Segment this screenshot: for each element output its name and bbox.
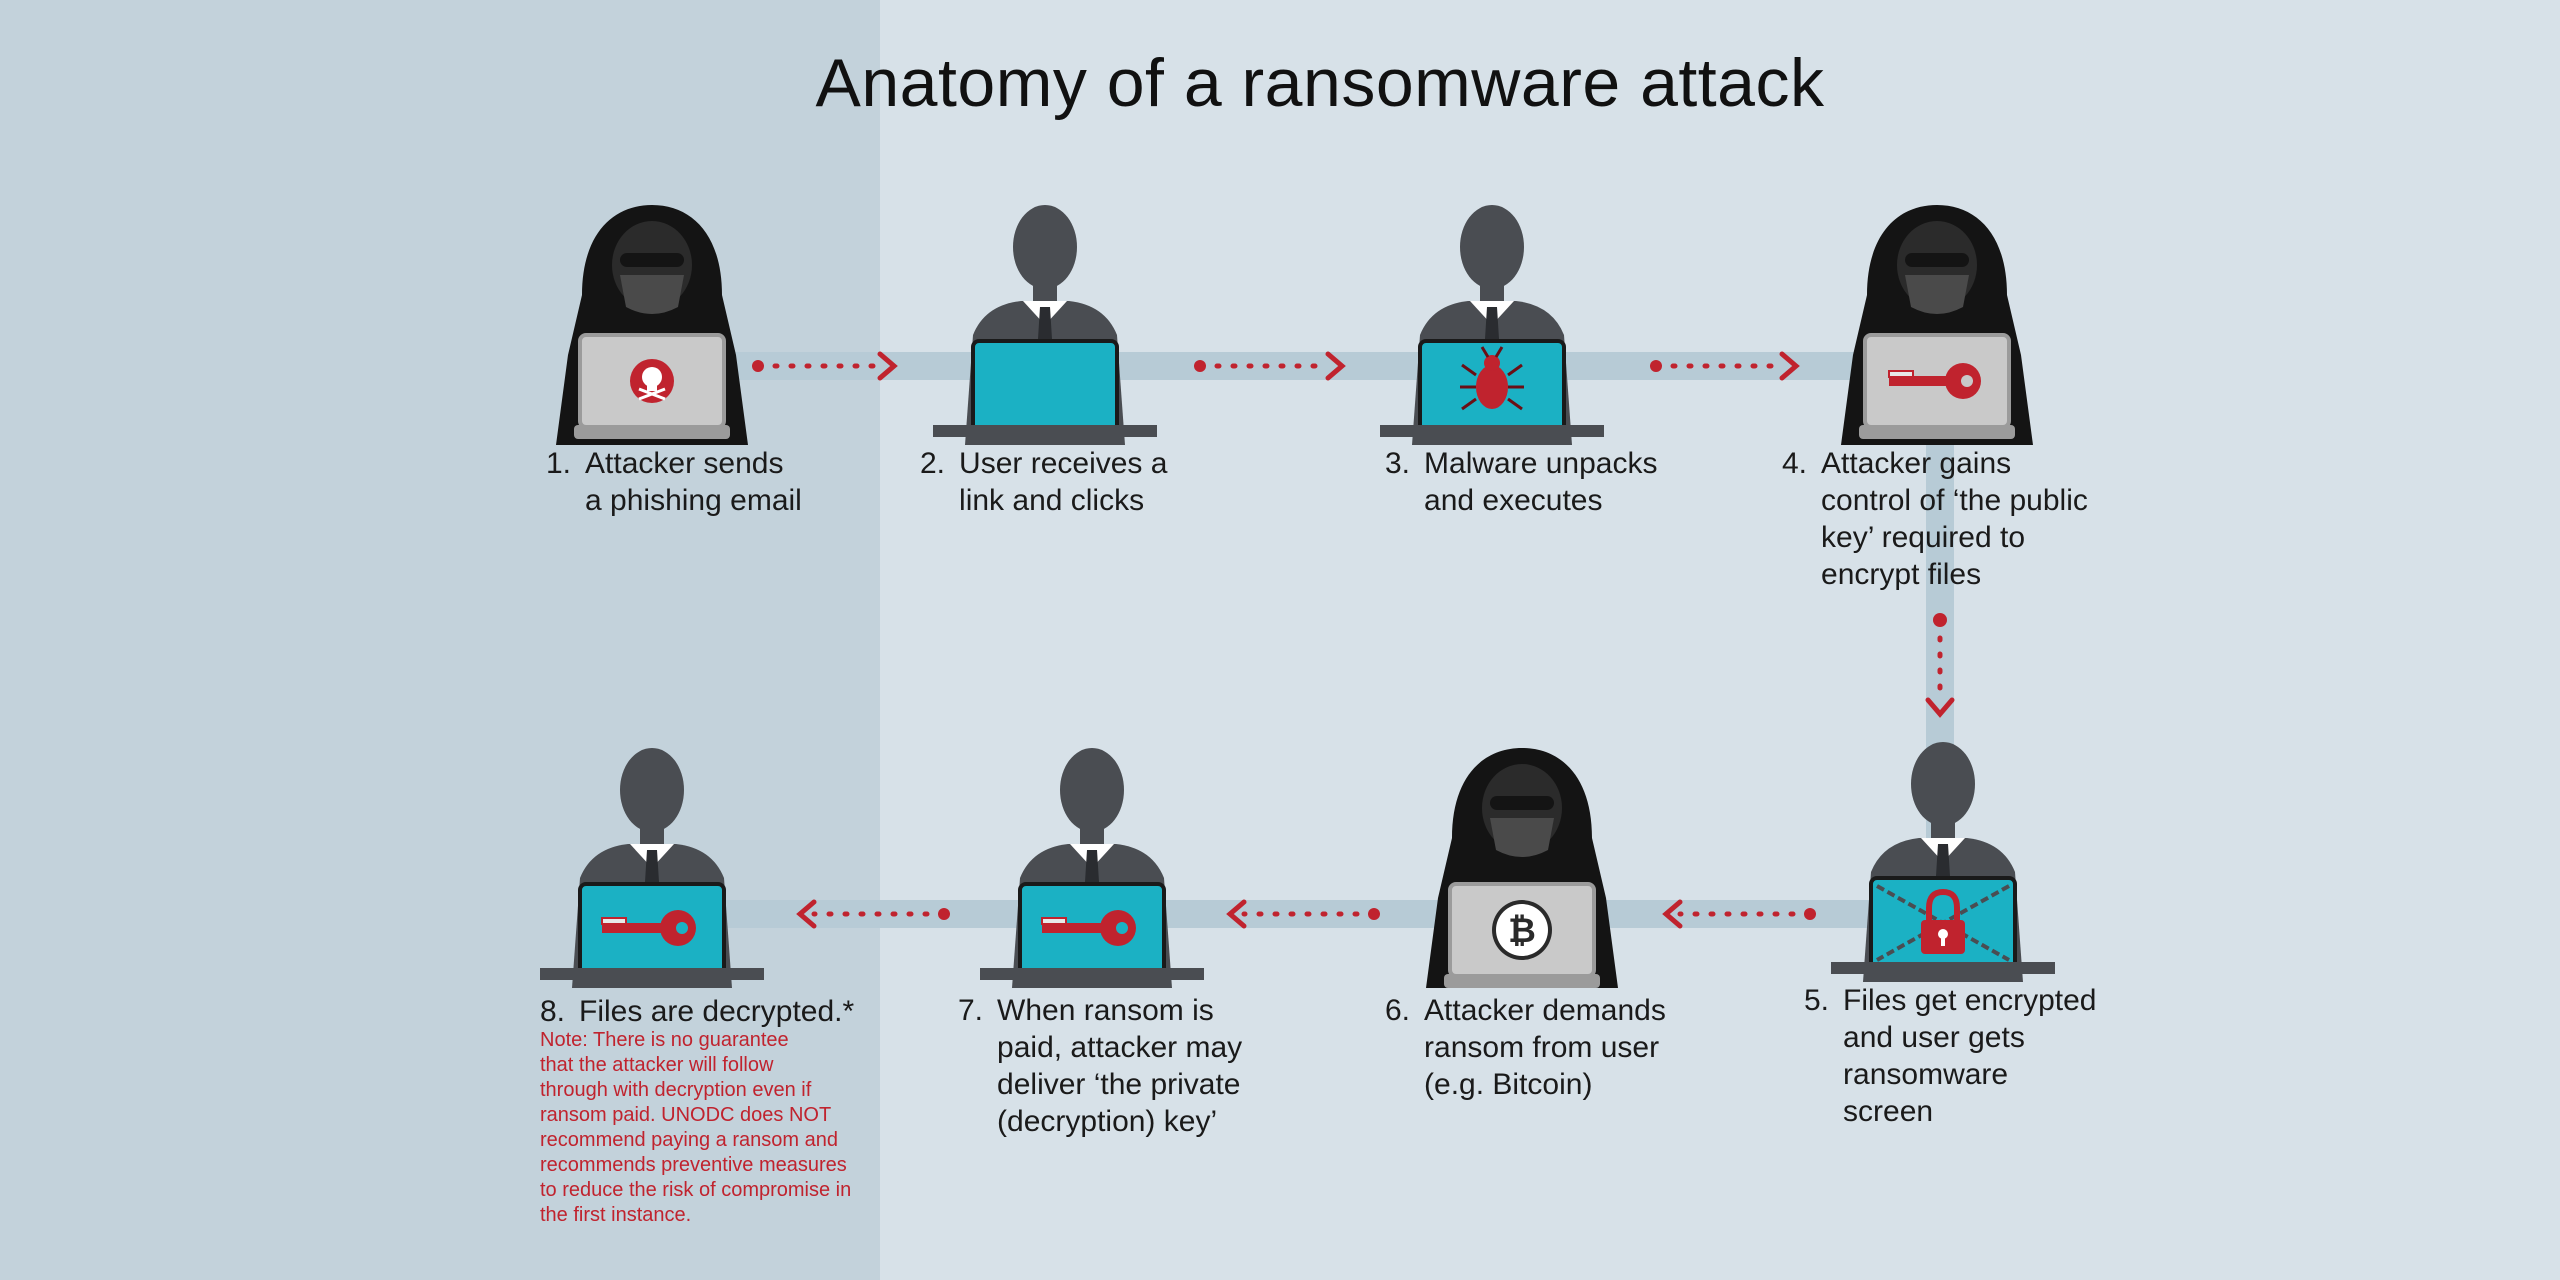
step-4-caption: 4. Attacker gains control of ‘the public… bbox=[1782, 445, 2088, 593]
diagram-title: Anatomy of a ransomware attack bbox=[815, 45, 1825, 121]
step-number: 1. bbox=[546, 447, 572, 480]
step-text: Files are decrypted.* bbox=[579, 995, 855, 1028]
step-3-caption: 3. Malware unpacks and executes bbox=[1385, 445, 1657, 519]
step-1-caption: 1. Attacker sends a phishing email bbox=[546, 445, 802, 519]
skull-icon bbox=[630, 359, 674, 403]
step-5-caption: 5. Files get encrypted and user gets ran… bbox=[1804, 982, 2097, 1130]
step-text: Attacker gains control of ‘the public ke… bbox=[1821, 447, 2088, 591]
step-text: Malware unpacks and executes bbox=[1424, 447, 1658, 517]
disclaimer-note: Note: There is no guarantee that the att… bbox=[540, 1029, 852, 1226]
bug-icon bbox=[1460, 346, 1524, 411]
step-number: 5. bbox=[1804, 984, 1830, 1017]
step-number: 8. bbox=[540, 995, 566, 1028]
step-5-figure bbox=[1831, 742, 2055, 982]
step-number: 7. bbox=[958, 994, 984, 1027]
padlock-icon bbox=[1921, 888, 1965, 954]
connector-tracks bbox=[600, 352, 1970, 932]
step-number: 4. bbox=[1782, 447, 1808, 480]
key-icon bbox=[1888, 363, 1981, 399]
step-number: 2. bbox=[920, 447, 946, 480]
step-number: 3. bbox=[1385, 447, 1411, 480]
step-7-caption: 7. When ransom is paid, attacker may del… bbox=[958, 992, 1242, 1140]
step-6-caption: 6. Attacker demands ransom from user (e.… bbox=[1385, 992, 1666, 1103]
arrow-5-to-6 bbox=[1662, 899, 1816, 929]
svg-text:₿: ₿ bbox=[1508, 911, 1536, 951]
step-text: Attacker demands ransom from user (e.g. … bbox=[1424, 994, 1666, 1101]
step-1-figure bbox=[556, 205, 748, 445]
bitcoin-icon: ₿ bbox=[1492, 900, 1552, 960]
arrow-7-to-8 bbox=[796, 899, 950, 929]
left-background-band bbox=[0, 0, 880, 1280]
key-icon bbox=[601, 910, 696, 946]
step-text: When ransom is paid, attacker may delive… bbox=[997, 994, 1243, 1138]
key-icon bbox=[1041, 910, 1136, 946]
step-8-figure bbox=[540, 748, 764, 988]
step-4-figure bbox=[1841, 205, 2033, 445]
step-6-figure: ₿ bbox=[1426, 748, 1618, 988]
step-text: Files get encrypted and user gets ransom… bbox=[1843, 984, 2097, 1128]
arrow-3-to-4 bbox=[1650, 351, 1800, 381]
step-text: Attacker sends a phishing email bbox=[585, 447, 802, 517]
step-2-caption: 2. User receives a link and clicks bbox=[920, 445, 1167, 519]
step-number: 6. bbox=[1385, 994, 1411, 1027]
step-3-figure bbox=[1380, 205, 1604, 445]
arrow-1-to-2 bbox=[752, 351, 898, 381]
step-text: User receives a link and clicks bbox=[959, 447, 1168, 517]
arrow-2-to-3 bbox=[1194, 351, 1346, 381]
step-8-caption: 8. Files are decrypted.* bbox=[540, 993, 854, 1030]
arrow-4-to-5 bbox=[1925, 613, 1955, 718]
step-7-figure bbox=[980, 748, 1204, 988]
arrow-6-to-7 bbox=[1226, 899, 1380, 929]
step-2-figure bbox=[933, 205, 1157, 445]
